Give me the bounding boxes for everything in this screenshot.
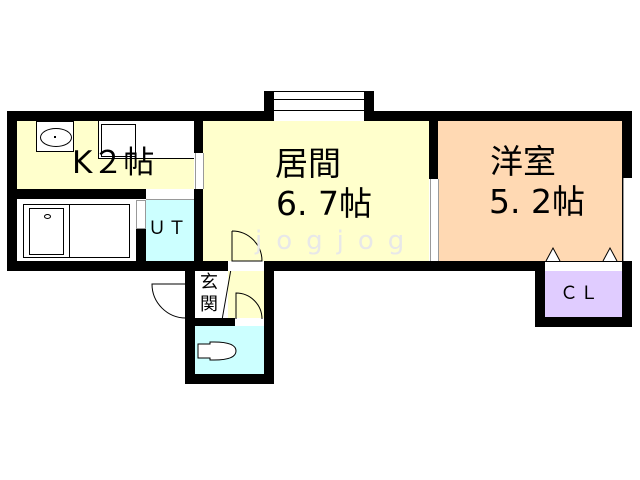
outer-wall-left: [7, 111, 17, 271]
watermark: jogjog: [255, 226, 419, 256]
closet-door-marker-icon: [602, 246, 618, 262]
bathtub-fixture: [23, 204, 130, 258]
bath-door-panel: [136, 200, 146, 229]
bay-window-line: [274, 99, 364, 100]
closet-wall-bottom: [535, 317, 632, 327]
closet-floor: [545, 271, 622, 317]
bay-window: [274, 91, 364, 111]
western-room-floor: [438, 121, 622, 261]
sink-bowl-icon: [40, 128, 72, 147]
closet-door-marker-icon: [545, 246, 561, 262]
sink-fixture: [36, 121, 74, 152]
kitchen-label: K２帖: [72, 145, 155, 181]
drain-icon: [54, 136, 56, 138]
toilet-wall-bottom: [185, 374, 274, 384]
living-entrance-opening: [228, 261, 264, 271]
living-western-divider-top: [429, 121, 438, 179]
closet-label: ＣＬ: [560, 283, 600, 304]
entrance-wall-right: [264, 261, 274, 384]
wall-bottom-living: [186, 261, 228, 271]
living-label-size: 6. 7帖: [276, 184, 372, 223]
stove-fixture: [101, 124, 136, 157]
outer-wall-top-left: [7, 111, 264, 121]
bay-window-wall-right: [364, 91, 374, 121]
utility-label: ＵＴ: [148, 218, 188, 239]
drain-icon: [44, 214, 51, 219]
outer-wall-top-right: [374, 111, 632, 121]
living-western-door: [430, 179, 439, 261]
western-room-label-size: 5. 2帖: [489, 182, 585, 221]
utility-opening: [146, 189, 194, 200]
bath-divider-line: [69, 205, 70, 257]
kitchen-living-divider-bottom: [194, 189, 203, 261]
living-door-swing-icon: [231, 230, 263, 262]
entrance-wall-left: [185, 271, 195, 384]
bay-window-wall-left: [264, 91, 274, 121]
bath-utility-divider: [136, 229, 146, 261]
wall-bottom-living-right: [264, 261, 545, 271]
utility-floor: [146, 200, 194, 261]
toilet-door-swing-icon: [235, 292, 263, 320]
kitchen-living-divider-top: [194, 121, 203, 153]
western-right-window: [623, 178, 632, 261]
entrance-toilet-divider: [195, 318, 235, 326]
kitchen-bath-divider: [17, 189, 146, 199]
entrance-door-swing-icon: [151, 283, 187, 319]
kitchen-living-opening: [195, 153, 204, 189]
living-floor: [203, 121, 429, 261]
closet-wall-left: [535, 261, 545, 327]
bathtub-inner: [29, 208, 64, 255]
closet-opening: [545, 261, 622, 271]
outer-wall-bottom-left: [7, 261, 195, 271]
toilet-icon: [197, 341, 237, 361]
entrance-label: 玄関: [200, 272, 218, 315]
western-room-label-name: 洋室: [490, 142, 556, 181]
living-label-name: 居間: [275, 144, 341, 183]
